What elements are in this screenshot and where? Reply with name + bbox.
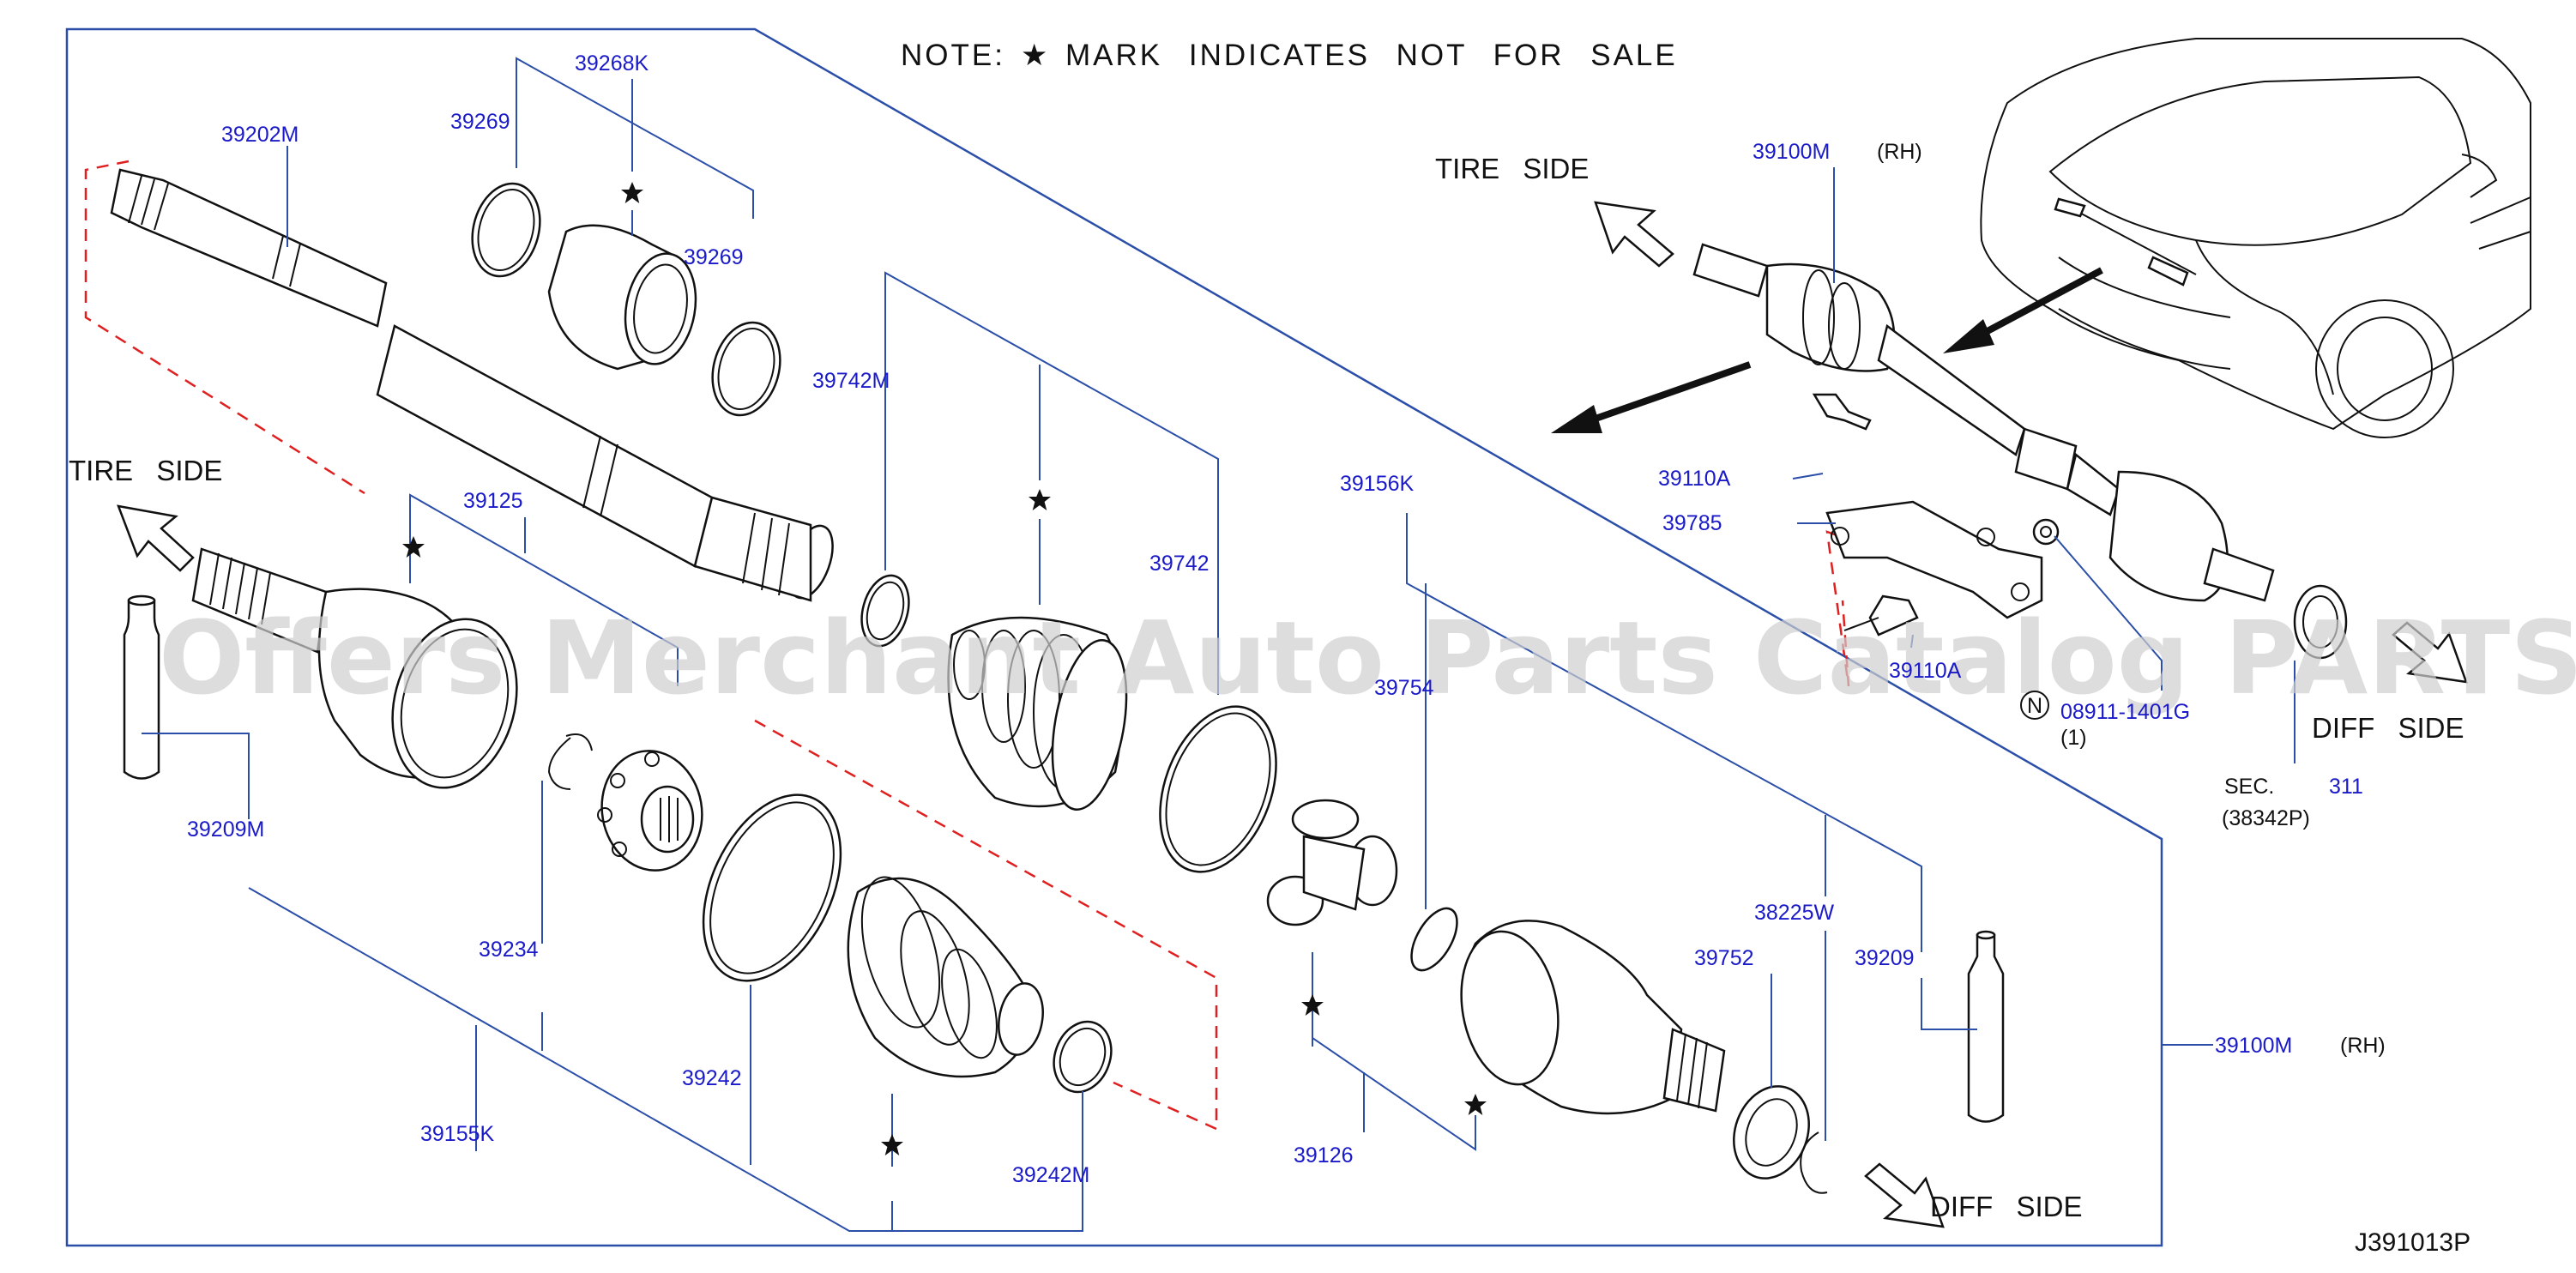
boot-band-39242 xyxy=(702,793,842,982)
watermark: Offers Merchant Auto Parts Catalog PARTS… xyxy=(159,599,2576,717)
bolt-39110A-upper xyxy=(1812,393,1872,431)
boot-band-39742M xyxy=(860,574,910,648)
washer-08911 xyxy=(2032,518,2060,546)
label-39110A-upper[interactable]: 39110A xyxy=(1658,467,1731,491)
outer-joint xyxy=(191,547,518,789)
section-sub: (38342P) xyxy=(2222,806,2310,830)
snap-ring-39754 xyxy=(1410,907,1458,972)
n-marker-text: N xyxy=(2027,694,2042,718)
label-39202M[interactable]: 39202M xyxy=(221,123,299,147)
outer-boot xyxy=(947,616,1128,811)
inner-joint-housing xyxy=(1460,920,1726,1115)
boot-band-39269-left xyxy=(471,182,541,278)
drive-shaft-39202M xyxy=(110,168,834,602)
label-08911-1401G[interactable]: 08911-1401G xyxy=(2060,700,2190,724)
install-arrows xyxy=(1551,267,2103,433)
note-prefix: NOTE: xyxy=(901,39,1005,72)
label-39785[interactable]: 39785 xyxy=(1662,511,1722,535)
label-39742[interactable]: 39742 xyxy=(1149,552,1210,576)
boot-band-39742 xyxy=(1159,705,1277,873)
assembly-guides xyxy=(84,160,1974,1131)
qualifier-rh-bottom: (RH) xyxy=(2340,1034,2386,1058)
label-39209[interactable]: 39209 xyxy=(1855,946,1915,970)
diff-side-arrow-bottom xyxy=(1864,1162,1945,1228)
boot-band-39242M xyxy=(1053,1020,1113,1094)
section-number[interactable]: 311 xyxy=(2329,775,2363,799)
boot-cap-39209M xyxy=(123,594,160,780)
circlip-38225W xyxy=(1800,1131,1828,1194)
label-39110A-lower[interactable]: 39110A xyxy=(1889,659,1962,683)
tire-side-label-right: TIRE SIDE xyxy=(1435,153,1589,184)
label-39269-right[interactable]: 39269 xyxy=(684,245,744,269)
label-39156K[interactable]: 39156K xyxy=(1340,472,1415,496)
label-39100M-top[interactable]: 39100M xyxy=(1753,140,1830,164)
label-39125[interactable]: 39125 xyxy=(463,489,523,513)
bolt-39110A-lower xyxy=(1843,594,1919,636)
section-prefix: SEC. xyxy=(2224,775,2274,799)
tire-side-label-left: TIRE SIDE xyxy=(69,455,222,486)
note-star: ★ xyxy=(1021,39,1050,72)
leader-lines xyxy=(142,57,2295,1232)
n-marker-circle xyxy=(2020,691,2049,720)
label-39754[interactable]: 39754 xyxy=(1374,676,1434,700)
boot-cap-39209 xyxy=(1967,930,2005,1123)
label-39242M[interactable]: 39242M xyxy=(1012,1163,1089,1187)
diff-side-arrow-right xyxy=(2392,621,2468,684)
boot-39268K xyxy=(547,224,697,371)
inner-race xyxy=(597,750,703,872)
vehicle-sketch xyxy=(1980,38,2531,438)
diagram-code: J391013P xyxy=(2355,1228,2470,1257)
boot-band-39269-right xyxy=(711,321,781,417)
parts-frame xyxy=(65,27,2163,1247)
qualifier-qty: (1) xyxy=(2060,726,2087,750)
label-39242[interactable]: 39242 xyxy=(682,1066,742,1090)
label-39752[interactable]: 39752 xyxy=(1694,946,1754,970)
diff-side-label-right: DIFF SIDE xyxy=(2312,712,2464,744)
label-39742M[interactable]: 39742M xyxy=(812,369,890,393)
tire-side-arrow-right xyxy=(1594,201,1674,268)
spider-assembly xyxy=(1266,799,1398,926)
label-39209M[interactable]: 39209M xyxy=(187,817,264,842)
label-39100M-bottom[interactable]: 39100M xyxy=(2215,1034,2292,1058)
label-38225W[interactable]: 38225W xyxy=(1754,901,1835,925)
drive-shaft-assembly-39100M xyxy=(1692,243,2275,602)
oil-seal-39752 xyxy=(1733,1085,1810,1179)
label-39126[interactable]: 39126 xyxy=(1294,1143,1354,1167)
snap-ring-39234 xyxy=(547,733,593,790)
qualifier-rh-top: (RH) xyxy=(1877,140,1922,164)
note-text: MARK INDICATES NOT FOR SALE xyxy=(1065,39,1678,72)
label-39268K[interactable]: 39268K xyxy=(575,51,649,75)
label-39269-left[interactable]: 39269 xyxy=(450,110,510,134)
tire-side-arrow-left xyxy=(117,504,195,572)
dust-seal-38342P xyxy=(2293,584,2348,660)
bracket-39785 xyxy=(1825,500,2043,619)
diff-side-label-bottom: DIFF SIDE xyxy=(1930,1191,2083,1222)
inner-boot xyxy=(847,876,1044,1078)
label-39234[interactable]: 39234 xyxy=(479,938,539,962)
label-39155K[interactable]: 39155K xyxy=(420,1122,495,1146)
